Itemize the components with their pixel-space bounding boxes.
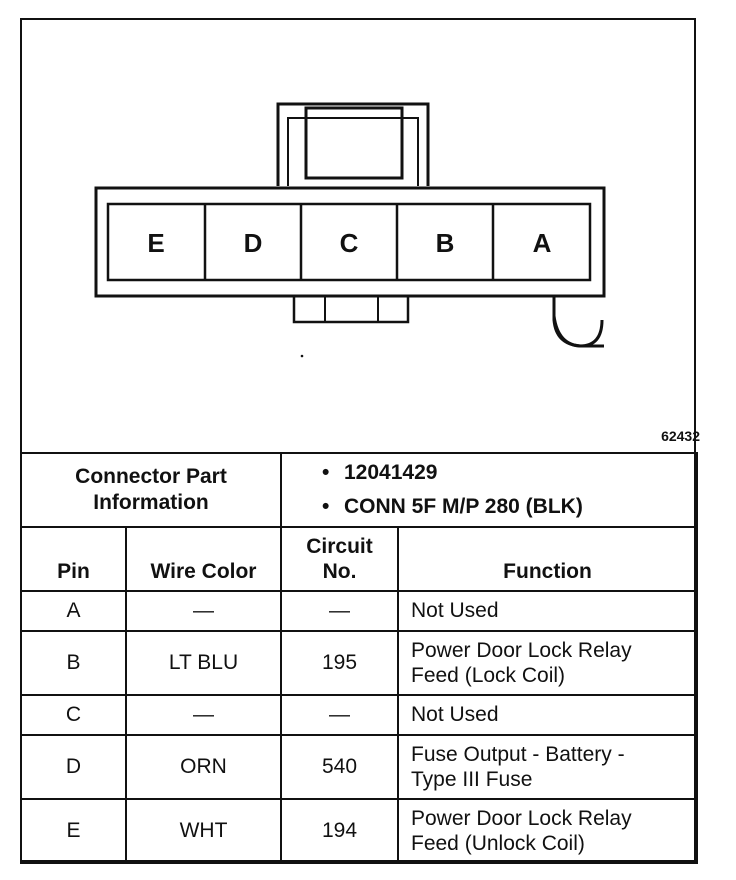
pin-label-d: D [244,228,263,258]
circuit-cell: — [280,590,399,632]
connector-diagram: E D C B A [22,20,694,452]
header-pin: Pin [20,526,127,592]
pin-label-c: C [340,228,359,258]
pin-label-a: A [533,228,552,258]
latch-inner [287,117,419,186]
function-cell: Not Used [396,694,699,736]
table-row: E WHT 194 Power Door Lock Relay Feed (Un… [20,798,699,864]
pin-label-b: B [436,228,455,258]
bottom-key [292,294,410,324]
connector-info-label: Connector Part Information [20,452,282,528]
function-line1: Fuse Output - Battery - [411,742,625,766]
function-line2: Feed (Lock Coil) [411,664,566,687]
function-line2: Type III Fuse [411,768,533,791]
part-number: • 12041429 [322,456,696,490]
function-cell: Fuse Output - Battery - Type III Fuse [396,734,699,800]
wire-color-cell: LT BLU [125,630,282,696]
figure-number: 62432 [661,428,700,444]
function-line1: Power Door Lock Relay [411,638,632,662]
function-line1: Not Used [411,703,499,727]
connector-description-value: CONN 5F M/P 280 (BLK) [344,495,583,518]
wire-color-cell: WHT [125,798,282,864]
header-function: Function [396,526,699,592]
connector-info-label-line1: Connector Part [75,464,227,488]
wire-color-cell: — [125,590,282,632]
latch-tab [304,106,404,180]
table-row: C — — Not Used [20,694,699,736]
function-line1: Power Door Lock Relay [411,806,632,830]
function-cell: Not Used [396,590,699,632]
function-line2: Feed (Unlock Coil) [411,832,585,855]
lock-hook [552,296,604,348]
header-wire-color: Wire Color [125,526,282,592]
pin-cell: C [20,694,127,736]
pin-label-e: E [147,228,164,258]
pin-cell: D [20,734,127,800]
wire-color-cell: — [125,694,282,736]
part-number-value: 12041429 [344,461,438,485]
latch-outer [276,102,430,186]
table-row: D ORN 540 Fuse Output - Battery - Type I… [20,734,699,800]
table-row: B LT BLU 195 Power Door Lock Relay Feed … [20,630,699,696]
header-circuit-line1: Circuit [306,534,373,558]
bullet: • [322,495,330,518]
circuit-cell: 195 [280,630,399,696]
circuit-cell: — [280,694,399,736]
cavity-row [106,202,592,282]
function-cell: Power Door Lock Relay Feed (Unlock Coil) [396,798,699,864]
circuit-cell: 194 [280,798,399,864]
pin-cell: B [20,630,127,696]
connector-pinout-table: Connector Part Information • 12041429 • CO… [20,452,699,864]
connector-info-values: • 12041429 • CONN 5F M/P 280 (BLK) [279,452,699,528]
wire-color-cell: ORN [125,734,282,800]
pin-cell: A [20,590,127,632]
header-circuit-no: Circuit No. [280,526,399,592]
circuit-cell: 540 [280,734,399,800]
function-cell: Power Door Lock Relay Feed (Lock Coil) [396,630,699,696]
function-line1: Not Used [411,599,499,623]
pin-cell: E [20,798,127,864]
connector-description: • CONN 5F M/P 280 (BLK) [322,490,696,524]
connector-info-label-line2: Information [93,491,209,514]
header-circuit-line2: No. [322,559,357,583]
bullet: • [322,461,330,485]
connector-drawing: E D C B A [94,102,606,358]
table-row: A — — Not Used [20,590,699,632]
